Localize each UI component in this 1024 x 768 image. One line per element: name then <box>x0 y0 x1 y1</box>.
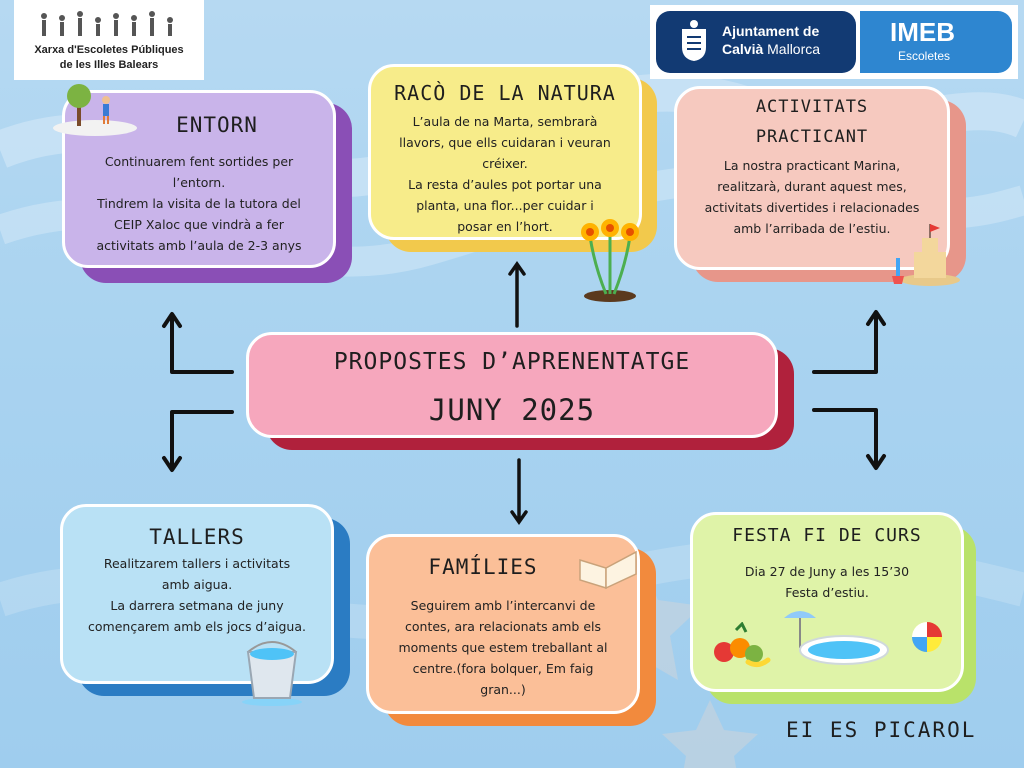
flowers-icon <box>581 219 639 302</box>
ajuntament-label: Ajuntament de <box>722 23 820 39</box>
fruit-basket-icon <box>714 622 771 668</box>
sandcastle-icon <box>892 224 960 286</box>
natura-line: planta, una flor...per cuidar i <box>416 198 594 213</box>
imeb-sub: Escoletes <box>898 49 951 63</box>
imeb-badge <box>860 11 1012 73</box>
center-card: PROPOSTES D’APRENENTATGE JUNY 2025 <box>246 332 778 438</box>
water-bucket-icon <box>242 641 302 706</box>
natura-line: La resta d’aules pot portar una <box>408 177 602 192</box>
calvia-coat-of-arms-icon <box>682 20 706 61</box>
logo-xarxa-line2: de les Illes Balears <box>59 59 159 71</box>
logo-xarxa-line1: Xarxa d'Escoletes Públiques <box>34 44 184 56</box>
arrow-up-left-icon <box>162 312 234 374</box>
arrow-up-center-icon <box>508 260 526 328</box>
beach-ball-icon <box>912 622 942 652</box>
region-name: Mallorca <box>767 41 821 57</box>
tallers-line: començarem amb els jocs d’aigua. <box>88 619 306 634</box>
pool-umbrella-icon <box>784 611 889 665</box>
practicant-card: ACTIVITATS PRACTICANT La nostra practica… <box>674 86 950 270</box>
city-name: Calvià <box>722 41 764 57</box>
practicant-text: La nostra practicant Marina, realitzarà,… <box>681 155 943 239</box>
festa-line: Festa d’estiu. <box>785 585 869 600</box>
center-subtitle: JUNY 2025 <box>428 393 596 427</box>
tallers-line: Realitzarem tallers i activitats <box>103 556 291 571</box>
tallers-title: TALLERS <box>149 525 245 549</box>
entorn-line: Continuarem fent sortides per <box>104 154 294 169</box>
practicant-line: La nostra practicant Marina, <box>723 158 901 173</box>
center-title: PROPOSTES D’APRENENTATGE <box>333 349 691 375</box>
entorn-card: ENTORN Continuarem fent sortides per l’e… <box>62 90 336 268</box>
natura-line: llavors, que ells cuidaran i veuran <box>399 135 611 150</box>
families-line: centre.(fora bolquer, Em faig <box>412 661 594 676</box>
tree-and-child-icon <box>53 84 137 136</box>
entorn-line: activitats amb l’aula de 2-3 anys <box>96 238 302 253</box>
entorn-title: ENTORN <box>176 113 258 137</box>
practicant-title-line2: PRACTICANT <box>755 127 869 147</box>
natura-line: créixer. <box>482 156 528 171</box>
practicant-line: activitats divertides i relacionades <box>704 200 920 215</box>
families-line: gran...) <box>480 682 526 697</box>
families-title: FAMÍLIES <box>428 555 538 579</box>
tallers-line: La darrera setmana de juny <box>110 598 284 613</box>
natura-line: posar en l’hort. <box>457 219 553 234</box>
natura-card: RACÒ DE LA NATURA L’aula de na Marta, se… <box>368 64 642 240</box>
families-line: moments que estem treballant al <box>398 640 608 655</box>
natura-line: L’aula de na Marta, sembrarà <box>412 114 598 129</box>
arrow-down-right-icon <box>812 408 886 470</box>
ajuntament-city: Calvià Mallorca <box>722 41 820 57</box>
festa-line: Dia 27 de Juny a les 15’30 <box>744 564 910 579</box>
tallers-line: amb aigua. <box>161 577 233 592</box>
school-name: EI ES PICAROL <box>786 718 977 742</box>
entorn-text: Continuarem fent sortides per l’entorn. … <box>71 151 327 256</box>
children-silhouettes-icon <box>41 11 173 36</box>
families-line: contes, ara relacionats amb els <box>405 619 601 634</box>
tallers-text: Realitzarem tallers i activitats amb aig… <box>67 553 327 637</box>
families-line: Seguirem amb l’intercanvi de <box>410 598 596 613</box>
entorn-line: l’entorn. <box>172 175 226 190</box>
festa-title: FESTA FI DE CURS <box>732 525 922 546</box>
natura-text: L’aula de na Marta, sembrarà llavors, qu… <box>377 111 633 237</box>
logo-ajuntament-imeb: Ajuntament de Calvià Mallorca IMEB Escol… <box>650 5 1018 79</box>
entorn-line: Tindrem la visita de la tutora del <box>97 196 301 211</box>
arrow-up-right-icon <box>812 310 886 374</box>
entorn-line: CEIP Xaloc que vindrà a fer <box>114 217 284 232</box>
imeb-label: IMEB <box>890 17 955 47</box>
families-text: Seguirem amb l’intercanvi de contes, ara… <box>375 595 631 700</box>
festa-text: Dia 27 de Juny a les 15’30 Festa d’estiu… <box>699 561 955 603</box>
logo-xarxa-escoletes: Xarxa d'Escoletes Públiques de les Illes… <box>14 0 204 80</box>
natura-title: RACÒ DE LA NATURA <box>394 81 616 105</box>
practicant-line: amb l’arribada de l’estiu. <box>733 221 891 236</box>
practicant-title-line1: ACTIVITATS <box>755 97 869 117</box>
open-book-icon <box>579 550 637 590</box>
arrow-down-center-icon <box>510 458 528 526</box>
arrow-down-left-icon <box>162 410 234 472</box>
practicant-line: realitzarà, durant aquest mes, <box>717 179 907 194</box>
